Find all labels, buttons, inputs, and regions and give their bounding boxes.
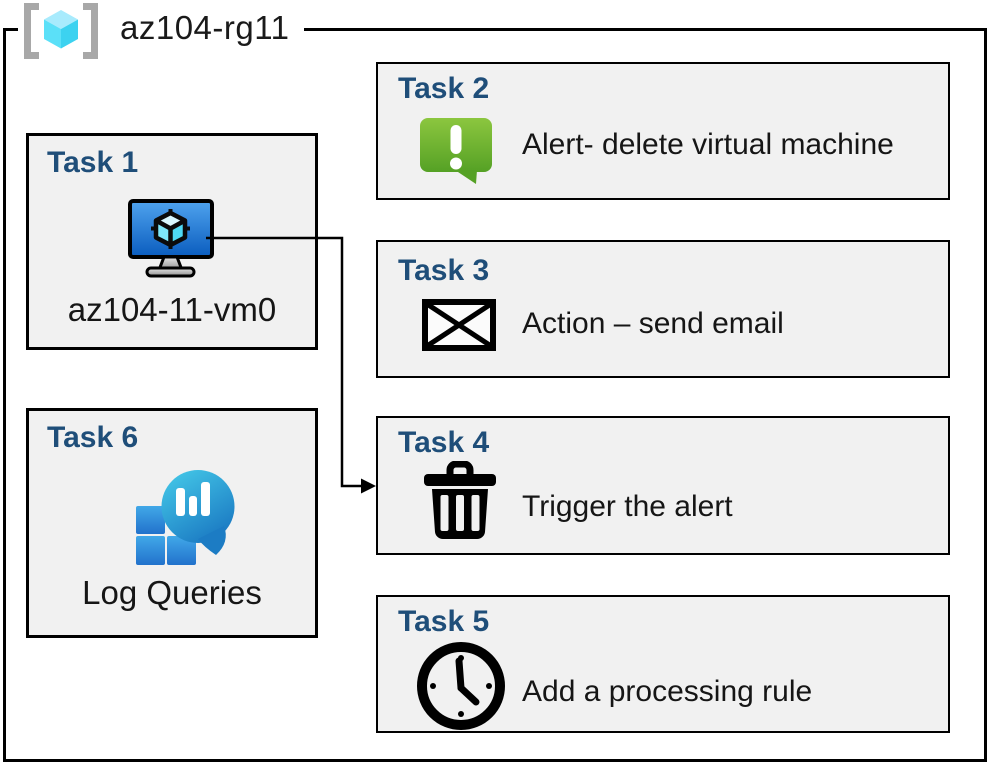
task-card-2: Task 2 Alert- delete virtual machine xyxy=(376,62,950,200)
task-card-1: Task 1 az104 xyxy=(26,133,318,350)
resource-group-name: az104-rg11 xyxy=(120,9,290,46)
task-label: Add a processing rule xyxy=(522,675,813,708)
task-card-4: Task 4 Trigger the alert xyxy=(376,416,950,555)
task-label: Action – send email xyxy=(522,307,784,340)
task-card-6: Task 6 Log Q xyxy=(26,408,318,638)
resource-group-icon xyxy=(22,3,100,59)
task-title: Task 2 xyxy=(398,72,490,105)
task-label: Log Queries xyxy=(82,574,262,611)
task-label: Alert- delete virtual machine xyxy=(522,128,894,161)
connector-arrow xyxy=(206,236,376,494)
alert-message-icon xyxy=(418,116,494,186)
task-title: Task 4 xyxy=(398,426,490,459)
virtual-machine-icon xyxy=(128,199,214,279)
task-label: az104-11-vm0 xyxy=(67,291,277,328)
task-card-3: Task 3 Action – send email xyxy=(376,240,950,378)
trash-can-icon xyxy=(424,461,496,541)
task-title: Task 1 xyxy=(47,146,139,179)
email-envelope-icon xyxy=(422,299,496,351)
task-card-5: Task 5 Add a processing rule xyxy=(376,595,950,733)
log-analytics-icon xyxy=(136,470,236,566)
task-label: Trigger the alert xyxy=(522,490,733,523)
task-title: Task 5 xyxy=(398,605,490,638)
task-title: Task 3 xyxy=(398,254,490,287)
resource-group-legend: az104-rg11 xyxy=(18,2,304,60)
clock-icon xyxy=(417,642,505,730)
task-title: Task 6 xyxy=(47,421,139,454)
